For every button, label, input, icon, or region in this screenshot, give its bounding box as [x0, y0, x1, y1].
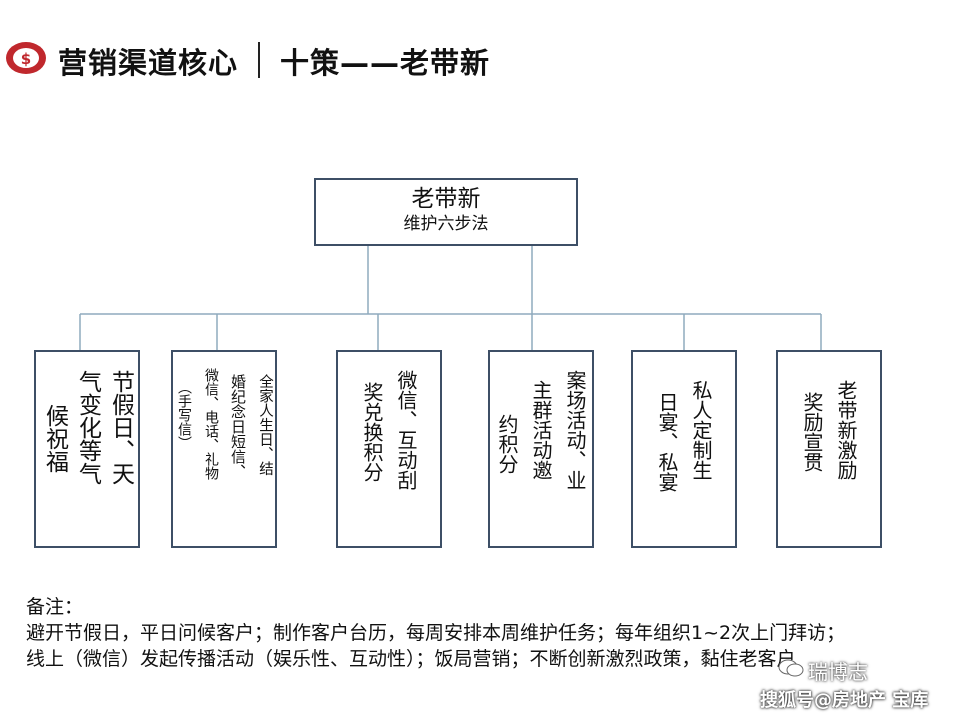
step-text-column: 节假日、天	[107, 370, 134, 485]
step-text-column: 微信、互动刮	[394, 370, 418, 490]
slide-header: $ 营销渠道核心 十策——老带新	[0, 36, 960, 88]
slide-subtitle: 十策——老带新	[280, 46, 491, 80]
step-text-column: 候祝福	[41, 404, 68, 473]
step-text-column: （手写信）	[176, 380, 192, 450]
step-node-events: 案场活动、业 主群活动邀 约积分	[488, 350, 594, 548]
notes-line: 避开节假日，平日问候客户；制作客户台历，每周安排本周维护任务；每年组织1~2次上…	[26, 622, 846, 644]
root-node-subtitle: 维护六步法	[403, 214, 489, 234]
step-text-column: 气变化等气	[74, 370, 101, 485]
wechat-watermark-icon	[778, 659, 804, 677]
step-node-greetings: 节假日、天 气变化等气 候祝福	[34, 350, 140, 548]
step-node-interaction: 微信、互动刮 奖兑换积分	[336, 350, 442, 548]
step-text-column: 约积分	[495, 414, 519, 474]
notes-section: 备注： 避开节假日，平日问候客户；制作客户台历，每周安排本周维护任务；每年组织1…	[26, 594, 845, 672]
step-node-incentives: 老带新激励 奖励宣贯	[776, 350, 882, 548]
root-node: 老带新 维护六步法	[314, 178, 578, 246]
dollar-coin-logo-icon: $	[6, 42, 46, 74]
slide-title: 营销渠道核心	[58, 46, 239, 80]
step-node-private-banquet: 私人定制生 日宴、私宴	[631, 350, 737, 548]
step-text-column: 微信、电话、礼物	[203, 368, 219, 480]
step-node-anniversaries: 全家人生日、结 婚纪念日短信、 微信、电话、礼物 （手写信）	[171, 350, 277, 548]
step-text-column: 案场活动、业	[563, 370, 587, 490]
step-text-column: 私人定制生	[689, 380, 713, 480]
step-text-column: 婚纪念日短信、	[229, 374, 247, 479]
watermark-text: 瑞博志	[808, 660, 868, 684]
notes-label: 备注：	[26, 596, 84, 618]
step-text-column: 奖兑换积分	[360, 382, 384, 482]
step-text-column: 老带新激励	[834, 380, 858, 480]
step-text-column: 全家人生日、结	[257, 374, 273, 476]
notes-line: 线上（微信）发起传播活动（娱乐性、互动性）；饭局营销；不断创新激烈政策，黏住老客…	[26, 648, 796, 670]
title-divider	[258, 42, 260, 78]
step-text-column: 奖励宣贯	[800, 392, 824, 472]
watermark-source: 搜狐号@房地产 宝库	[760, 690, 929, 711]
step-text-column: 日宴、私宴	[655, 392, 679, 492]
step-text-column: 主群活动邀	[529, 380, 553, 480]
root-node-title: 老带新	[411, 186, 481, 212]
svg-text:$: $	[21, 50, 31, 68]
